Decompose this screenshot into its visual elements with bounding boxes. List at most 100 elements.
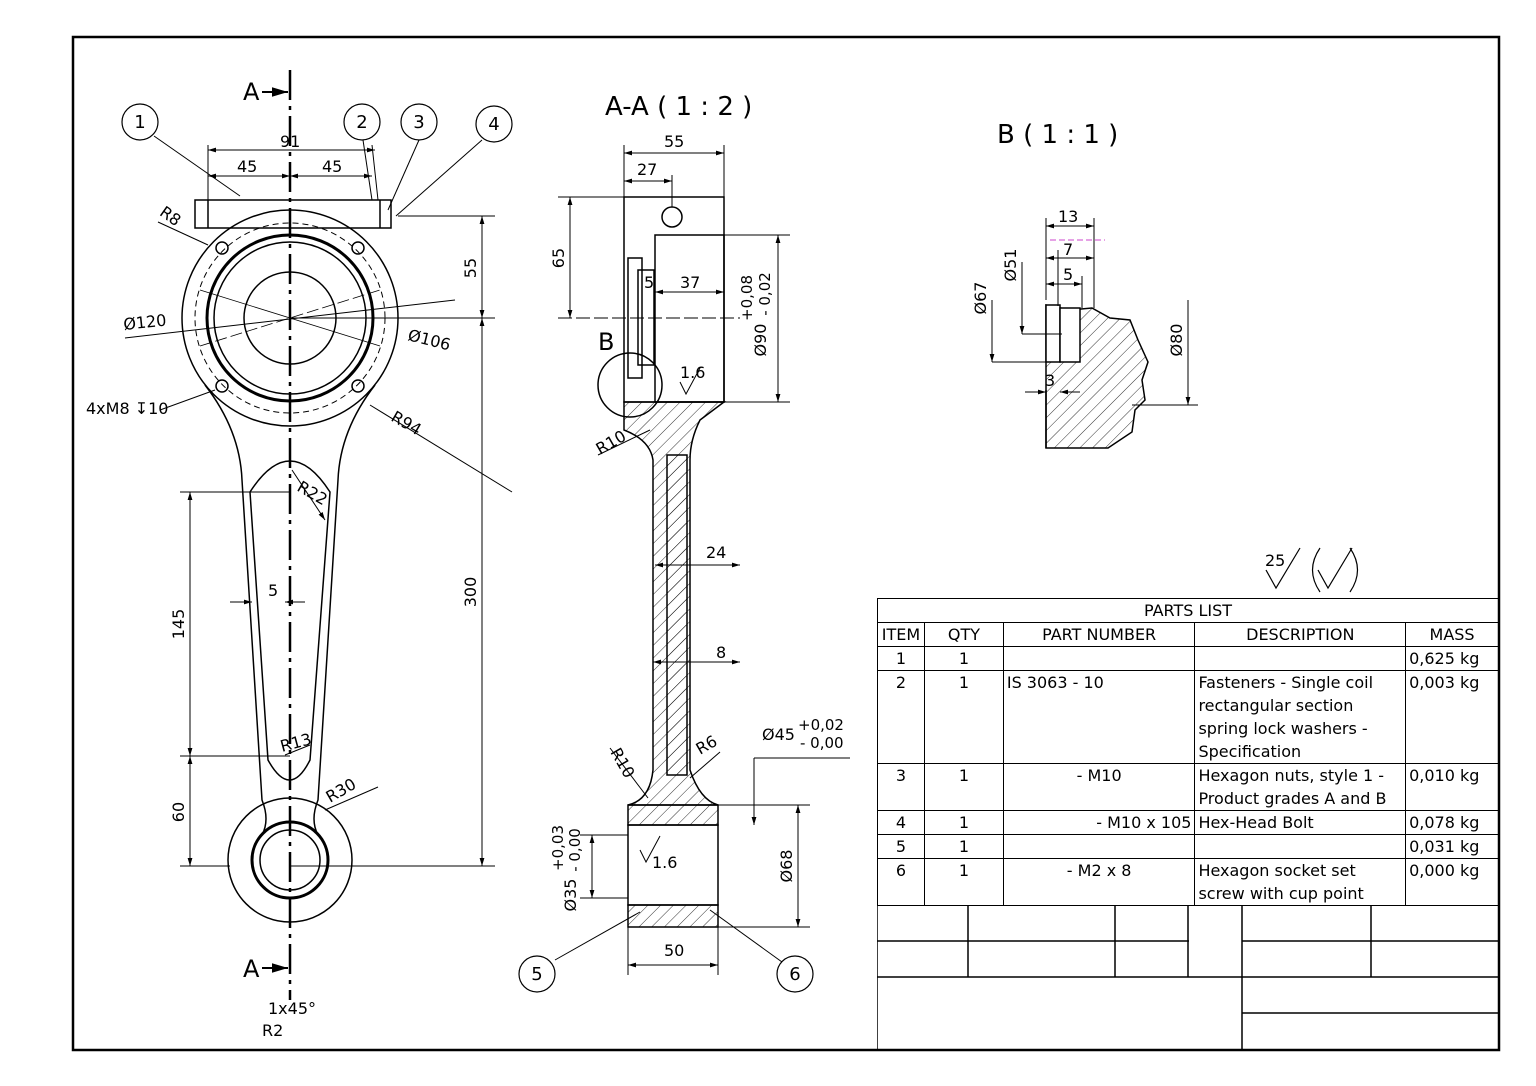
cell-qty: 1: [923, 646, 1004, 671]
balloon-1-label: 1: [134, 112, 145, 133]
sec-dim-phi45-tol-up: +0,02: [798, 716, 844, 734]
section-view: [554, 145, 850, 975]
cell-qty: 1: [923, 763, 1004, 811]
balloon-2-label: 2: [356, 112, 367, 133]
title-block: [877, 905, 1499, 1050]
table-row: 1 1 0,625 kg: [877, 646, 1499, 671]
cell-desc: Fasteners - Single coil rectangular sect…: [1194, 670, 1407, 764]
sec-dim-r6: R6: [693, 731, 721, 758]
cell-item: 3: [877, 763, 925, 811]
balloon-6: [776, 955, 814, 993]
dim-holes: 4xM8 ↧10: [86, 399, 168, 418]
section-title: A-A ( 1 : 2 ): [605, 92, 752, 122]
cell-desc: Hexagon nuts, style 1 - Product grades A…: [1194, 763, 1407, 811]
table-row: 2 1 IS 3063 - 10 Fasteners - Single coil…: [877, 670, 1499, 764]
header-item: ITEM: [877, 622, 925, 647]
parts-list-title: PARTS LIST: [877, 598, 1499, 623]
dim-300: 300: [461, 577, 480, 608]
cell-desc: [1194, 646, 1407, 671]
table-row: 5 1 0,031 kg: [877, 834, 1499, 859]
note-r2: R2: [262, 1021, 283, 1040]
cell-mass: 0,031 kg: [1405, 834, 1499, 859]
balloon-6-label: 6: [789, 964, 800, 985]
front-view: [124, 70, 513, 1000]
det-dim-13: 13: [1058, 207, 1078, 226]
cell-qty: 1: [923, 810, 1004, 835]
sec-dim-24: 24: [706, 543, 726, 562]
sec-dim-55: 55: [664, 132, 684, 151]
cell-desc: [1194, 834, 1407, 859]
balloon-4: [475, 105, 513, 143]
dim-60: 60: [169, 802, 188, 822]
sec-dim-27: 27: [637, 160, 657, 179]
balloon-1: [121, 103, 159, 141]
parts-list-header-row: ITEM QTY PART NUMBER DESCRIPTION MASS: [877, 622, 1499, 647]
sec-roughness-2: 1.6: [652, 853, 677, 872]
detail-title: B ( 1 : 1 ): [997, 120, 1118, 150]
det-dim-3: 3: [1045, 371, 1055, 390]
surface-finish-symbol: [1265, 547, 1359, 593]
cell-item: 6: [877, 858, 925, 906]
balloon-5-label: 5: [531, 964, 542, 985]
sec-dim-phi45-tol-dn: - 0,00: [800, 734, 844, 752]
sec-dim-phi90-tol-up: +0,08: [738, 275, 756, 321]
cell-part: [1002, 646, 1196, 671]
table-row: 3 1 - M10 Hexagon nuts, style 1 - Produc…: [877, 763, 1499, 811]
balloon-5: [518, 955, 556, 993]
parts-list-table: PARTS LIST ITEM QTY PART NUMBER DESCRIPT…: [877, 598, 1499, 906]
dim-phi120: Ø120: [122, 311, 167, 334]
balloon-group: [121, 103, 814, 993]
cell-item: 1: [877, 646, 925, 671]
table-row: 4 1 - M10 x 105 Hex-Head Bolt 0,078 kg: [877, 810, 1499, 835]
cell-desc: Hexagon socket set screw with cup point: [1194, 858, 1407, 906]
dim-55: 55: [461, 258, 480, 278]
det-dim-5: 5: [1063, 265, 1073, 284]
parts-list-title-row: PARTS LIST: [877, 598, 1499, 623]
dim-145: 145: [169, 609, 188, 640]
detail-mark: B: [598, 328, 614, 356]
sec-dim-phi90-tol-dn: - 0,02: [756, 272, 774, 316]
sec-dim-phi68: Ø68: [777, 850, 796, 883]
balloon-2: [343, 103, 381, 141]
dim-r30: R30: [323, 774, 360, 806]
sec-dim-37: 37: [680, 273, 700, 292]
dim-5: 5: [268, 581, 278, 600]
cell-part: [1002, 834, 1196, 859]
cell-mass: 0,625 kg: [1405, 646, 1499, 671]
sec-roughness-1: 1.6: [680, 363, 705, 382]
dim-91: 91: [280, 132, 300, 151]
balloon-3-label: 3: [413, 112, 424, 133]
cell-mass: 0,078 kg: [1405, 810, 1499, 835]
dim-phi106: Ø106: [406, 325, 452, 354]
balloon-4-label: 4: [488, 114, 499, 135]
cell-item: 4: [877, 810, 925, 835]
balloon-3: [400, 103, 438, 141]
cell-desc: Hex-Head Bolt: [1194, 810, 1407, 835]
sec-dim-8: 8: [716, 643, 726, 662]
surface-finish-value: 25: [1265, 551, 1285, 570]
dim-45-left: 45: [237, 157, 257, 176]
sec-dim-5: 5: [644, 273, 654, 292]
cell-mass: 0,000 kg: [1405, 858, 1499, 906]
dim-r8: R8: [156, 202, 184, 230]
sec-dim-65: 65: [549, 248, 568, 268]
header-description: DESCRIPTION: [1194, 622, 1407, 647]
cell-part: - M2 x 8: [1002, 858, 1196, 906]
cut-mark-top: A: [243, 78, 260, 106]
det-dim-phi51: Ø51: [1001, 249, 1020, 282]
dim-r94: R94: [388, 407, 425, 439]
sec-dim-phi35-tol-dn: - 0,00: [566, 828, 584, 872]
sheet-border: [71, 35, 1501, 1052]
cell-qty: 1: [923, 834, 1004, 859]
note-chamfer: 1x45°: [268, 999, 316, 1018]
cell-qty: 1: [923, 670, 1004, 764]
sec-dim-r10-top: R10: [593, 426, 630, 458]
sec-dim-phi45: Ø45: [762, 725, 795, 744]
det-dim-7: 7: [1063, 240, 1073, 259]
sec-dim-phi90: Ø90: [751, 324, 770, 357]
table-row: 6 1 - M2 x 8 Hexagon socket set screw wi…: [877, 858, 1499, 906]
cell-mass: 0,010 kg: [1405, 763, 1499, 811]
cell-item: 5: [877, 834, 925, 859]
sec-dim-50: 50: [664, 941, 684, 960]
